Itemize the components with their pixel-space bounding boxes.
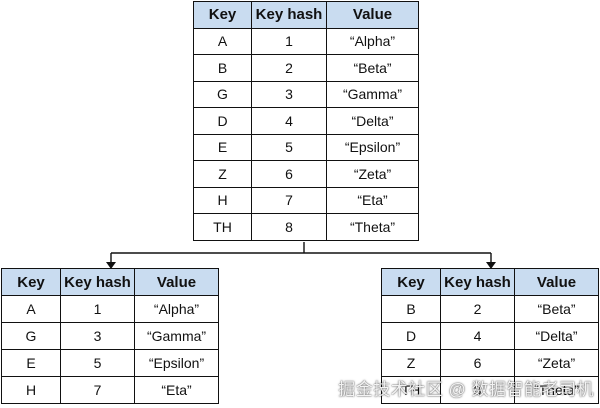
cell-value: “Eta” [326,186,419,214]
cell-value: “Beta” [514,295,599,323]
watermark-text: 掘金技术社区 @ 数据智能老司机 [338,380,594,399]
cell-key-hash: 7 [60,376,135,404]
cell-key: B [381,295,441,323]
cell-key: Z [193,160,252,188]
header-key: Key [193,1,252,29]
header-key: Key [1,268,61,296]
header-key-hash: Key hash [60,268,135,296]
cell-key-hash: 3 [251,80,327,108]
cell-key-hash: 8 [251,213,327,241]
cell-key: H [1,376,61,404]
cell-value: “Gamma” [326,80,419,108]
cell-key: D [381,322,441,350]
cell-value: “Alpha” [134,295,219,323]
cell-key-hash: 2 [440,295,515,323]
cell-value: “Epsilon” [134,349,219,377]
cell-key-hash: 4 [440,322,515,350]
cell-key: D [193,107,252,135]
cell-value: “Eta” [134,376,219,404]
header-value: Value [134,268,219,296]
cell-value: “Beta” [326,54,419,82]
header-value: Value [326,1,419,29]
header-row: Key Key hash Value [1,268,219,296]
cell-key-hash: 6 [251,160,327,188]
header-value: Value [514,268,599,296]
cell-key-hash: 5 [251,133,327,161]
cell-value: “Zeta” [514,349,599,377]
cell-key: A [193,27,252,55]
cell-key-hash: 2 [251,54,327,82]
cell-key: E [1,349,61,377]
header-row: Key Key hash Value [381,268,599,296]
cell-value: “Epsilon” [326,133,419,161]
cell-key-hash: 4 [251,107,327,135]
header-key-hash: Key hash [440,268,515,296]
arrow-left-head [106,262,116,269]
cell-key-hash: 1 [251,27,327,55]
cell-value: “Delta” [326,107,419,135]
cell-key-hash: 3 [60,322,135,350]
cell-key: A [1,295,61,323]
cell-key: Z [381,349,441,377]
cell-key: B [193,54,252,82]
header-key: Key [381,268,441,296]
arrow-right-head [486,262,496,269]
cell-key-hash: 5 [60,349,135,377]
header-key-hash: Key hash [251,1,327,29]
cell-key-hash: 7 [251,186,327,214]
cell-value: “Theta” [514,376,599,404]
cell-key: E [193,133,252,161]
cell-value: “Gamma” [134,322,219,350]
cell-value: “Delta” [514,322,599,350]
cell-key: G [193,80,252,108]
cell-key-hash: 1 [60,295,135,323]
cell-value: “Zeta” [326,160,419,188]
cell-key: G [1,322,61,350]
cell-key: H [193,186,252,214]
cell-value: “Theta” [326,213,419,241]
cell-key: TH [193,213,252,241]
cell-key-hash: 8 [440,376,515,404]
connector-line [110,242,492,263]
cell-key-hash: 6 [440,349,515,377]
cell-value: “Alpha” [326,27,419,55]
header-row: Key Key hash Value [193,1,419,29]
